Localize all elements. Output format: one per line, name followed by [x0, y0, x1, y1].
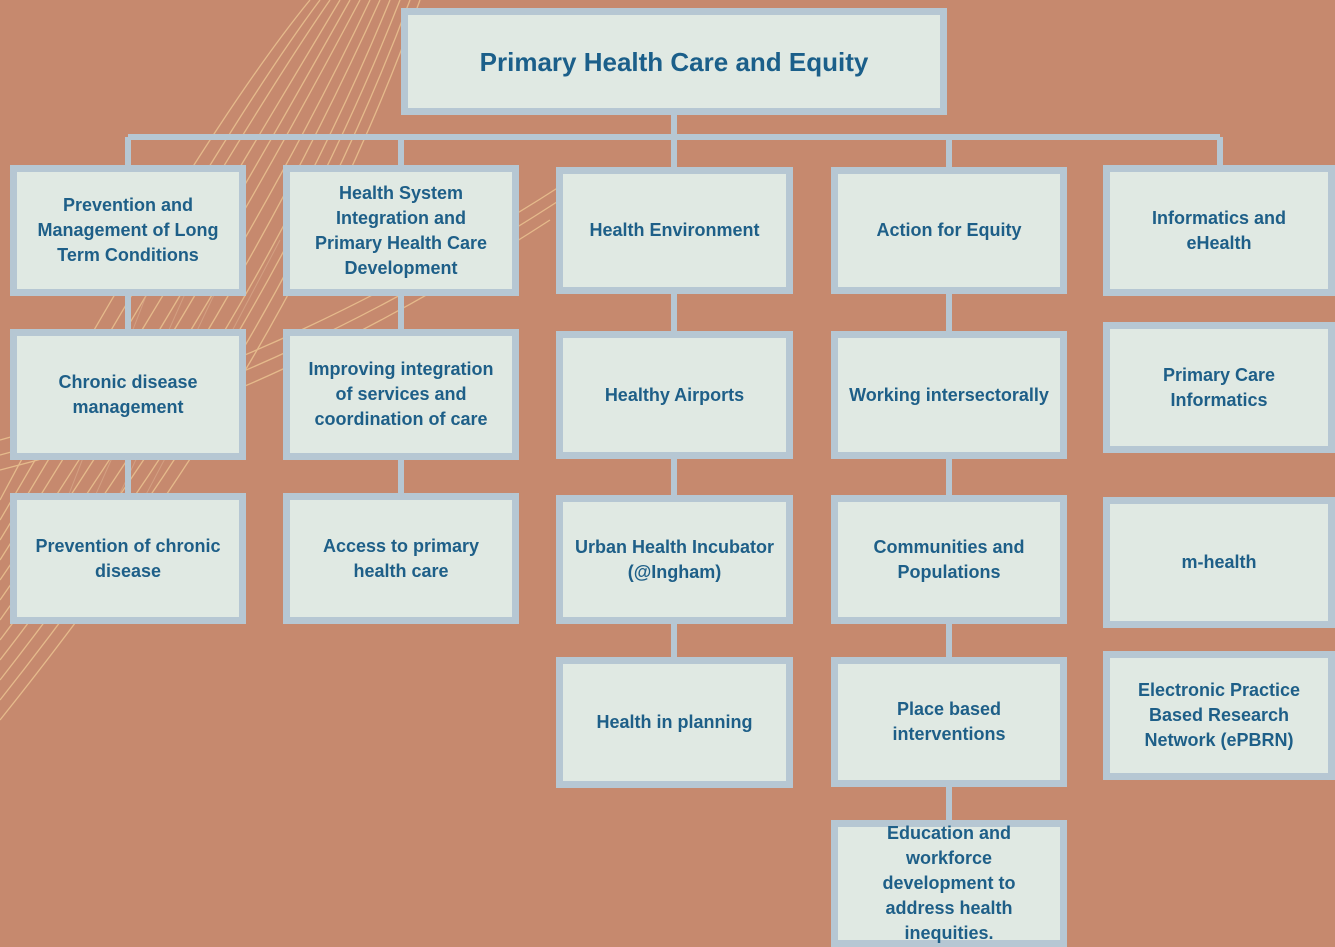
node-label: Place based interventions — [892, 699, 1006, 744]
node-primary-care-informatics: Primary Care Informatics — [1103, 322, 1335, 453]
node-urban-health-incubator: Urban Health Incubator (@Ingham) — [556, 495, 793, 624]
node-education-workforce: Education and workforce development to a… — [831, 820, 1067, 947]
node-m-health: m-health — [1103, 497, 1335, 628]
node-access-primary-care: Access to primary health care — [283, 493, 519, 624]
node-label: Prevention of chronic disease — [35, 535, 221, 581]
node-epbrn: Electronic Practice Based Research Netwo… — [1103, 651, 1335, 780]
node-improving-integration: Improving integration of services and co… — [283, 329, 519, 460]
node-label: Improving integration of services and co… — [308, 359, 494, 429]
node-label: Chronic disease management — [58, 371, 198, 417]
node-action-for-equity: Action for Equity — [831, 167, 1067, 294]
node-label: Urban Health Incubator (@Ingham) — [574, 536, 775, 582]
node-label: m-health — [1181, 552, 1257, 572]
node-label: Health System Integration and Primary He… — [314, 182, 488, 278]
node-label: Action for Equity — [876, 220, 1022, 240]
node-communities-populations: Communities and Populations — [831, 495, 1067, 624]
node-chronic-disease-management: Chronic disease management — [10, 329, 246, 460]
node-label: Communities and Populations — [873, 536, 1025, 582]
node-health-in-planning: Health in planning — [556, 657, 793, 788]
node-informatics-ehealth: Informatics and eHealth — [1103, 165, 1335, 296]
node-label: Working intersectorally — [849, 384, 1049, 405]
node-label: Healthy Airports — [604, 384, 745, 405]
node-prevention-management: Prevention and Management of Long Term C… — [10, 165, 246, 296]
node-label: Education and workforce development to a… — [882, 823, 1016, 943]
node-label: Health Environment — [589, 220, 760, 240]
node-label: Prevention and Management of Long Term C… — [37, 195, 219, 265]
root-label: Primary Health Care and Equity — [479, 46, 869, 77]
node-health-system-integration: Health System Integration and Primary He… — [283, 165, 519, 296]
node-place-based-interventions: Place based interventions — [831, 657, 1067, 787]
node-healthy-airports: Healthy Airports — [556, 331, 793, 459]
node-working-intersectorally: Working intersectorally — [831, 331, 1067, 459]
node-health-environment: Health Environment — [556, 167, 793, 294]
node-label: Access to primary health care — [322, 535, 480, 581]
node-prevention-chronic-disease: Prevention of chronic disease — [10, 493, 246, 624]
node-label: Primary Care Informatics — [1162, 364, 1276, 410]
node-label: Electronic Practice Based Research Netwo… — [1137, 680, 1301, 750]
node-label: Informatics and eHealth — [1151, 207, 1287, 253]
root-node: Primary Health Care and Equity — [401, 8, 947, 115]
node-label: Health in planning — [596, 712, 753, 732]
